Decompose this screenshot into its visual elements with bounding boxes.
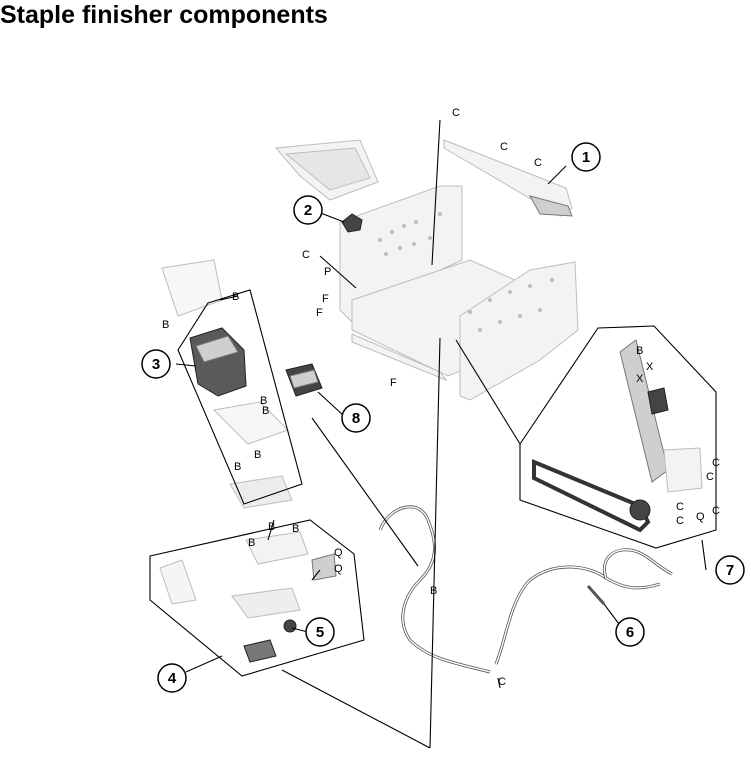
connector-label-b: B: [262, 405, 269, 417]
connector-label-c: C: [676, 501, 684, 513]
connector-label-b: B: [162, 319, 169, 331]
callout-4-number: 4: [168, 670, 177, 687]
connector-label-f: F: [390, 377, 397, 389]
connector-label-f: F: [322, 293, 329, 305]
connector-label-b: B: [232, 291, 239, 303]
callout-2-number: 2: [304, 202, 312, 219]
connector-label-c: C: [712, 505, 720, 517]
connector-label-b: B: [292, 523, 299, 535]
connector-label-c: C: [302, 249, 310, 261]
connector-label-b: B: [636, 345, 643, 357]
connector-label-b: B: [248, 537, 255, 549]
part-4-panel-outline: [149, 519, 365, 677]
callout-1: 1: [571, 142, 601, 172]
part-7-panel-outline: [519, 325, 717, 549]
connector-label-x: X: [646, 361, 654, 373]
part-2-drawing: [341, 213, 363, 233]
leader-lines: [175, 119, 707, 749]
callout-1-number: 1: [582, 149, 590, 166]
connector-label-b: B: [268, 521, 275, 533]
connector-label-c: C: [712, 457, 720, 469]
cable-harnesses-drawing: [378, 505, 673, 674]
connector-label-b: B: [254, 449, 261, 461]
callout-6: 6: [615, 617, 645, 647]
part-3-drawing: [161, 259, 293, 509]
connector-label-q: Q: [334, 563, 343, 575]
connector-label-c: C: [534, 157, 542, 169]
callout-3: 3: [141, 349, 171, 379]
callout-2: 2: [293, 195, 323, 225]
connector-label-c: C: [498, 676, 506, 688]
callout-8-number: 8: [352, 410, 360, 427]
part-3-outline: [177, 289, 303, 505]
connector-label-x: X: [636, 373, 644, 385]
connector-label-q: Q: [696, 511, 705, 523]
connector-letters: C C C C P F F F B B B B B B B B B Q Q B …: [162, 107, 720, 688]
callout-8: 8: [341, 403, 371, 433]
connector-label-b: B: [260, 395, 267, 407]
part-4-drawing: [159, 531, 337, 663]
callout-4: 4: [157, 663, 187, 693]
part-5-drawing: [283, 619, 297, 633]
connector-label-c: C: [452, 107, 460, 119]
callout-3-number: 3: [152, 356, 160, 373]
connector-label-c: C: [706, 471, 714, 483]
connector-label-f: F: [316, 307, 323, 319]
callout-5: 5: [305, 617, 335, 647]
part-7-drawing: [532, 339, 703, 533]
connector-label-b: B: [234, 461, 241, 473]
part-8-drawing: [285, 363, 323, 397]
connector-label-q: Q: [334, 547, 343, 559]
finisher-frame-drawing: [274, 139, 579, 401]
page-title: Staple finisher components: [0, 1, 328, 29]
callout-5-number: 5: [316, 624, 324, 641]
connector-label-b: B: [430, 585, 437, 597]
callout-7: 7: [715, 555, 745, 585]
connector-label-c: C: [500, 141, 508, 153]
connector-label-c: C: [676, 515, 684, 527]
connector-label-p: P: [324, 266, 331, 278]
callout-7-number: 7: [726, 562, 734, 579]
callout-6-number: 6: [626, 624, 634, 641]
